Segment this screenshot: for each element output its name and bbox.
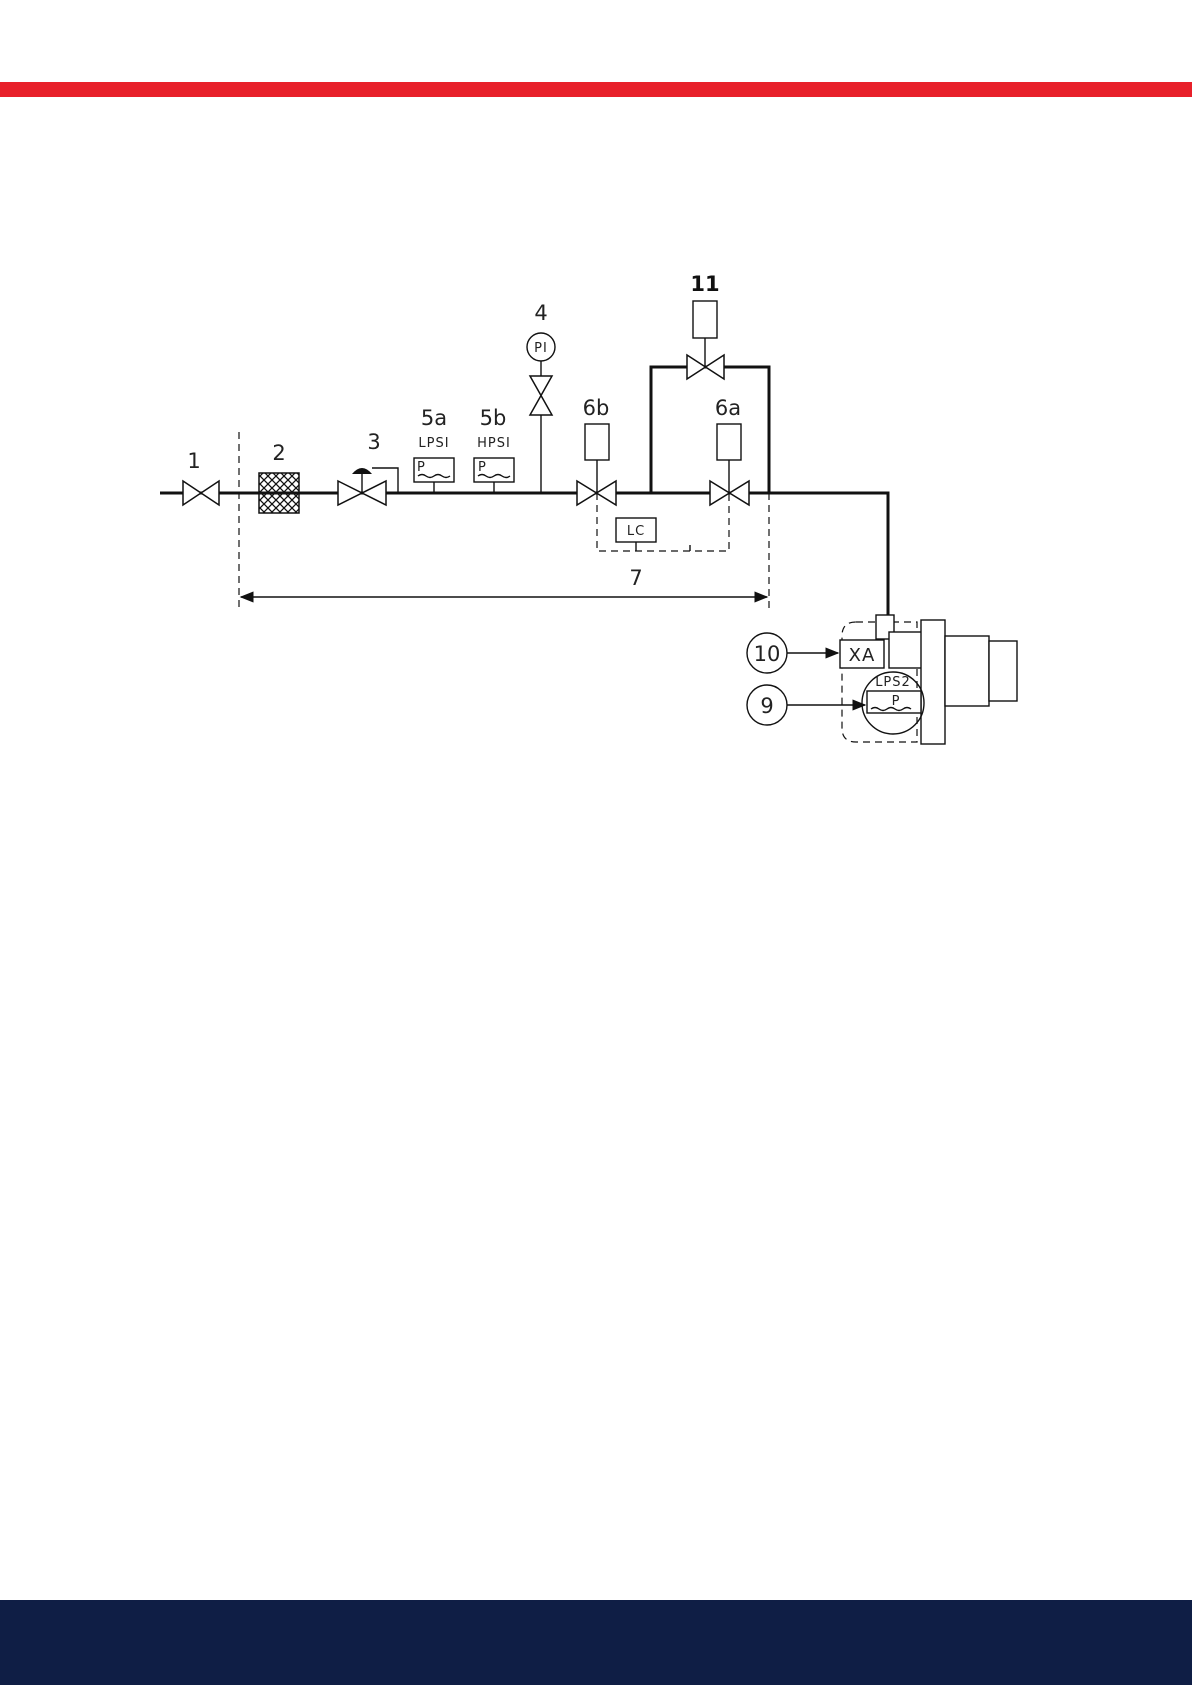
label-5b: 5b [480, 406, 507, 430]
label-7: 7 [629, 566, 642, 590]
switch-lps2-p: P [892, 694, 901, 709]
tag-lps2: LPS2 [875, 675, 911, 690]
switch-5a-p: P [417, 460, 426, 475]
burner: XA LPS2 P [840, 615, 1017, 744]
filter-2 [259, 473, 299, 513]
leak-control: LC [597, 493, 729, 551]
label-3: 3 [367, 430, 380, 454]
tag-hps1: HPSI [477, 436, 511, 451]
gas-train-svg: 1 2 3 P 5a LPSI P 5b HPSI PI 4 [0, 0, 1192, 800]
bypass-pipe [651, 367, 769, 493]
footer-band [0, 1600, 1192, 1685]
pressure-indicator-4: PI [527, 333, 555, 493]
manual-valve-1 [183, 481, 219, 505]
low-pressure-switch-5a: P [414, 458, 454, 493]
tag-pi: PI [534, 341, 548, 356]
label-4: 4 [534, 301, 547, 325]
bypass-valve-11 [687, 301, 724, 379]
tag-xa: XA [849, 645, 876, 666]
label-6a: 6a [715, 396, 741, 420]
label-9: 9 [760, 694, 773, 718]
tag-lc: LC [627, 524, 645, 539]
safety-valve-6a [710, 424, 749, 505]
tag-lps1: LPSI [418, 436, 449, 451]
label-10: 10 [754, 642, 781, 666]
label-6b: 6b [583, 396, 610, 420]
label-2: 2 [272, 441, 285, 465]
label-5a: 5a [421, 406, 447, 430]
pressure-regulator-3 [338, 468, 398, 505]
high-pressure-switch-5b: P [474, 458, 514, 493]
switch-5b-p: P [478, 460, 487, 475]
safety-valve-6b [577, 424, 616, 505]
label-1: 1 [187, 449, 200, 473]
label-11: 11 [690, 272, 719, 296]
gas-train-diagram: 1 2 3 P 5a LPSI P 5b HPSI PI 4 [0, 0, 1192, 800]
